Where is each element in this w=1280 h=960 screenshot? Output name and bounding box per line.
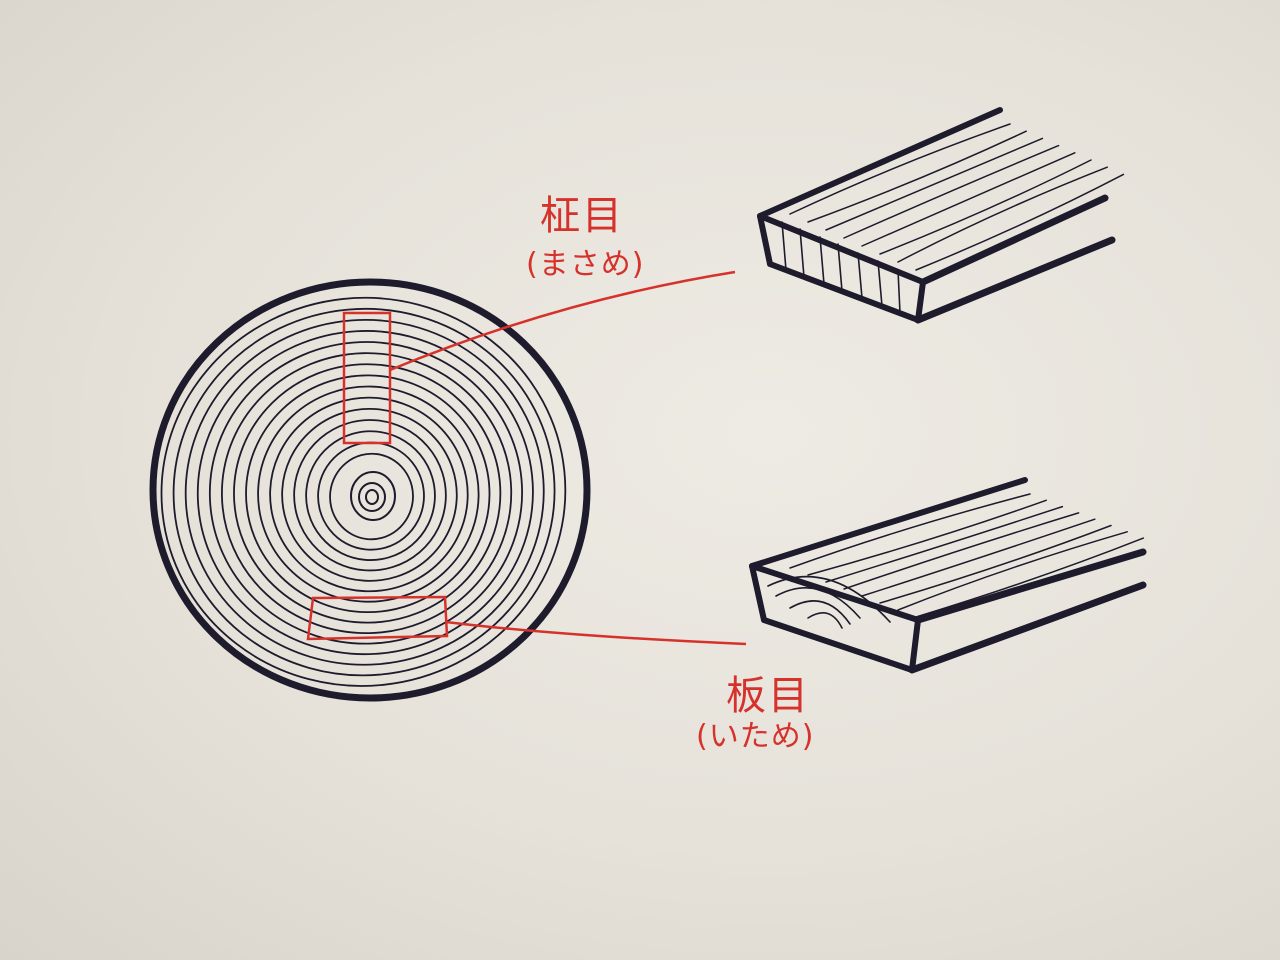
- itame-board-edge-line: [914, 548, 1147, 624]
- masame-board-front-right: [915, 279, 926, 323]
- masame-board: [757, 107, 1125, 324]
- grain-line: [825, 137, 1044, 231]
- masame-label: 柾目: [540, 193, 624, 239]
- masame-board-grain: [789, 123, 1125, 271]
- growth-ring: [305, 430, 436, 561]
- masame-board-front-top: [757, 213, 926, 285]
- growth-ring: [329, 452, 414, 541]
- pith: [350, 471, 396, 521]
- masame-board-bottom-edge: [914, 236, 1116, 324]
- grain-line: [843, 144, 1060, 239]
- grain-line: [789, 123, 1011, 215]
- masame-board-edge-line: [919, 194, 1109, 286]
- masame-reading: (まさめ): [526, 247, 645, 282]
- masame-end-grain: [781, 221, 901, 314]
- growth-ring: [269, 396, 469, 593]
- grain-line: [843, 512, 1080, 590]
- grain-line: [861, 518, 1096, 597]
- growth-ring: [221, 352, 513, 635]
- itame-board-top: [749, 477, 1028, 569]
- grain-line: [825, 505, 1064, 583]
- itame-leader-line: [445, 620, 747, 646]
- log-outline: [149, 278, 591, 702]
- masame-cut-marker: [342, 270, 736, 445]
- growth-ring: [208, 341, 523, 645]
- masame-board-front-left: [757, 213, 773, 267]
- log-cross-section: [149, 278, 591, 702]
- masame-board-front-bottom: [767, 261, 921, 323]
- growth-rings: [160, 296, 567, 687]
- growth-ring: [233, 363, 502, 624]
- growth-ring: [293, 419, 447, 572]
- grain-line: [879, 159, 1092, 255]
- itame-board-front-left: [749, 563, 767, 623]
- itame-cut-marker: [306, 595, 747, 646]
- itame-cut-rect: [306, 595, 449, 641]
- grain-line: [897, 531, 1128, 611]
- grain-line: [915, 173, 1125, 271]
- itame-end-grain: [767, 575, 891, 629]
- grain-line: [915, 537, 1145, 618]
- itame-reading: (いため): [696, 719, 815, 754]
- itame-board-grain: [789, 493, 1145, 618]
- growth-ring: [172, 307, 556, 677]
- grain-line: [807, 130, 1027, 223]
- growth-ring: [160, 296, 567, 687]
- grain-line: [879, 524, 1112, 604]
- grain-line: [789, 493, 1031, 569]
- growth-ring: [184, 318, 545, 666]
- itame-board-front-bottom: [761, 617, 915, 673]
- masame-cut-rect: [342, 311, 392, 445]
- itame-label: 板目: [726, 673, 810, 719]
- itame-board-front-right: [909, 617, 921, 673]
- itame-board-front-top: [749, 563, 921, 623]
- masame-board-top: [757, 107, 1003, 219]
- growth-ring: [281, 407, 458, 582]
- masame-leader-line: [389, 270, 736, 372]
- itame-board-bottom-edge: [908, 581, 1147, 674]
- growth-ring: [257, 385, 480, 603]
- growth-ring: [196, 330, 534, 656]
- grain-line: [897, 166, 1108, 263]
- grain-line: [807, 499, 1047, 576]
- grain-line: [861, 152, 1076, 247]
- growth-ring: [245, 374, 491, 614]
- itame-board: [749, 477, 1147, 674]
